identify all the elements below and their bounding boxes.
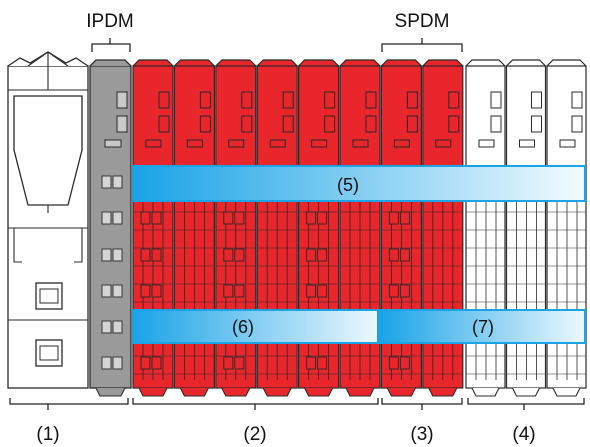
head-module: [7, 51, 89, 389]
group-4-label: (4): [512, 424, 535, 445]
white-module-1: [465, 59, 506, 397]
red-module-4: [256, 59, 298, 397]
red-module-5: [298, 59, 340, 397]
red-module-6: [339, 59, 381, 397]
group-3-label: (3): [410, 424, 433, 445]
ipdm-bracket: [91, 38, 131, 52]
band-7: (7): [379, 309, 586, 344]
terminal-modules: [132, 59, 587, 397]
red-module-1: [132, 59, 174, 397]
spdm-label: SPDM: [395, 11, 450, 32]
band-5-label: (5): [337, 175, 359, 195]
group-2-label: (2): [243, 424, 266, 445]
group-1-label: (1): [36, 424, 59, 445]
ipdm-label: IPDM: [86, 11, 134, 32]
band-7-label: (7): [472, 317, 494, 337]
bottom-braces: [9, 398, 585, 410]
red-module-2: [173, 59, 215, 397]
band-6-label: (6): [232, 317, 254, 337]
red-module-8: [422, 59, 464, 397]
band-6: (6): [132, 309, 379, 344]
red-module-7: [380, 59, 422, 397]
white-module-3: [546, 59, 587, 397]
red-module-3: [215, 59, 257, 397]
band-5: (5): [132, 165, 586, 202]
spdm-bracket: [381, 38, 463, 52]
white-module-2: [505, 59, 547, 397]
ipdm-module: [89, 59, 132, 397]
